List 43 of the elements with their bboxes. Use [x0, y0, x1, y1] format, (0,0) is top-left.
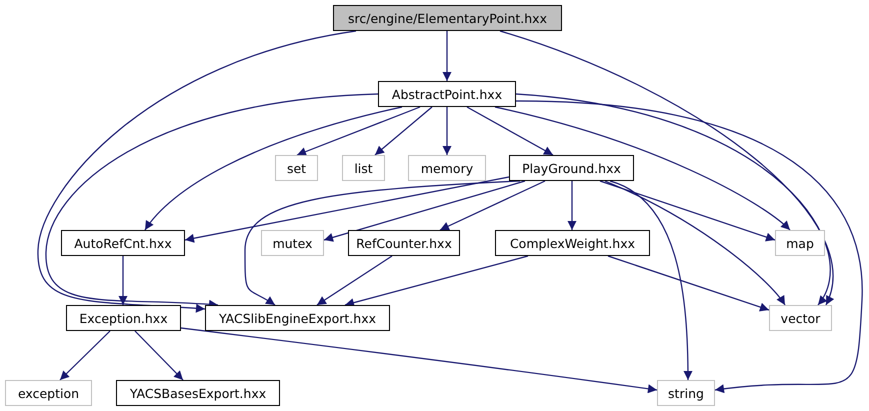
dependency-arrow	[60, 330, 110, 380]
dependency-arrow	[316, 256, 392, 306]
dependency-arrow	[244, 180, 520, 306]
dependency-arrow	[610, 180, 692, 380]
dependency-arrow	[516, 93, 831, 306]
dependency-arrow	[118, 256, 128, 305]
header-file-box: AutoRefCnt.hxx	[61, 230, 185, 256]
dependency-arrow	[296, 106, 420, 156]
dependency-arrow	[604, 180, 786, 306]
dependency-arrow	[344, 255, 528, 308]
dependency-arrow	[516, 100, 863, 394]
system-header-box: list	[342, 155, 385, 181]
header-file-box: Exception.hxx	[66, 305, 181, 331]
dependency-arrow	[600, 180, 776, 242]
dependency-arrow	[466, 106, 554, 156]
dependency-arrow	[442, 31, 452, 81]
header-file-box: src/engine/ElementaryPoint.hxx	[333, 5, 562, 31]
dependency-arrow	[324, 180, 526, 242]
header-file-box: AbstractPoint.hxx	[378, 81, 516, 107]
system-header-box: map	[775, 230, 825, 256]
system-header-box: vector	[769, 305, 832, 331]
dependency-arrow	[440, 180, 546, 231]
dependency-arrow	[184, 176, 510, 243]
dependency-arrow	[494, 106, 790, 230]
system-header-box: memory	[408, 155, 486, 181]
dependency-arrow	[180, 327, 658, 394]
header-file-box: RefCounter.hxx	[348, 230, 460, 256]
dependency-arrow	[568, 181, 576, 230]
dependency-arrow	[442, 107, 452, 155]
system-header-box: set	[275, 155, 318, 181]
dependency-arrow	[37, 30, 356, 313]
system-header-box: mutex	[261, 230, 324, 256]
dependency-arrow	[134, 330, 184, 380]
system-header-box: exception	[5, 380, 92, 406]
header-file-box: PlayGround.hxx	[509, 155, 634, 181]
header-file-box: ComplexWeight.hxx	[495, 230, 650, 256]
header-file-box: YACSlibEngineExport.hxx	[205, 305, 390, 331]
dependency-arrow	[500, 30, 834, 306]
dependency-arrow	[608, 255, 770, 312]
dependency-arrow	[374, 106, 432, 156]
dependency-arrow	[144, 106, 402, 230]
header-file-box: YACSBasesExport.hxx	[116, 380, 280, 406]
system-header-box: string	[657, 380, 715, 406]
